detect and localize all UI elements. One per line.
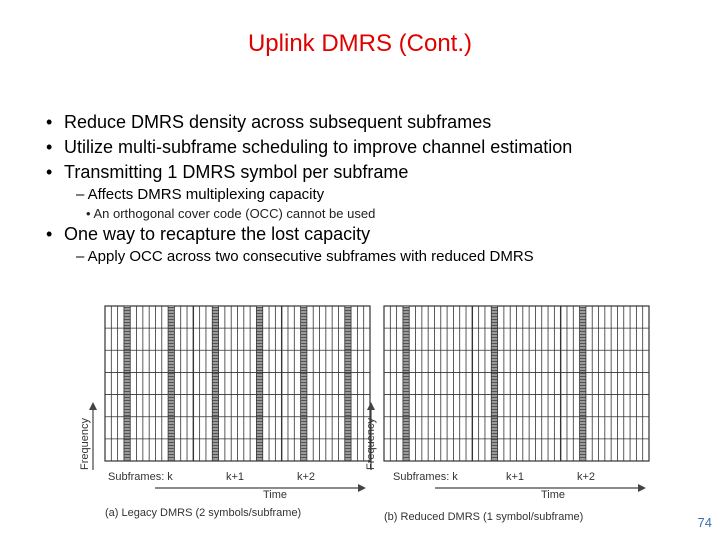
time-axis-label: Time bbox=[541, 489, 565, 501]
bullet-glyph: • bbox=[86, 206, 91, 221]
bullet-text: Utilize multi-subframe scheduling to imp… bbox=[64, 137, 573, 157]
slide-title: Uplink DMRS (Cont.) bbox=[247, 30, 473, 57]
bullet-item: • Reduce DMRS density across subsequent s… bbox=[46, 110, 706, 135]
arrow-up-icon bbox=[89, 402, 97, 410]
dmrs-symbol-column bbox=[168, 306, 175, 461]
frequency-axis-label: Frequency bbox=[365, 418, 377, 470]
bullet-item: • One way to recapture the lost capacity bbox=[46, 222, 706, 247]
bullet-item: • Transmitting 1 DMRS symbol per subframe bbox=[46, 160, 706, 185]
subframe-k1-label: k+1 bbox=[226, 471, 244, 483]
dmrs-symbol-column bbox=[212, 306, 219, 461]
subframes-label: Subframes: k bbox=[108, 471, 173, 483]
frequency-axis-label: Frequency bbox=[79, 418, 91, 470]
page-number: 74 bbox=[697, 515, 712, 530]
sub-sub-bullet-item: • An orthogonal cover code (OCC) cannot … bbox=[86, 205, 706, 222]
dmrs-diagram: Frequency Subframes: k k+1 k+2 Time (a) … bbox=[79, 305, 650, 523]
subframe-k2-label: k+2 bbox=[297, 471, 315, 483]
reduced-caption: (b) Reduced DMRS (1 symbol/subframe) bbox=[384, 511, 583, 523]
dmrs-symbol-column bbox=[491, 306, 498, 461]
resource-grid-lines bbox=[384, 306, 649, 461]
legacy-dmrs-panel: Frequency Subframes: k k+1 k+2 Time (a) … bbox=[79, 305, 371, 519]
bullet-list: • Reduce DMRS density across subsequent s… bbox=[46, 110, 706, 267]
bullet-text: Transmitting 1 DMRS symbol per subframe bbox=[64, 162, 409, 182]
bullet-glyph: • bbox=[46, 162, 53, 182]
bullet-glyph: • bbox=[46, 112, 53, 132]
dmrs-symbol-column bbox=[344, 306, 352, 461]
dmrs-symbol-column bbox=[256, 306, 263, 461]
dmrs-figure: Frequency Subframes: k k+1 k+2 Time (a) … bbox=[60, 298, 660, 535]
bullet-text: An orthogonal cover code (OCC) cannot be… bbox=[93, 206, 376, 221]
dmrs-symbol-column bbox=[402, 306, 410, 461]
reduced-dmrs-panel: Frequency Subframes: k k+1 k+2 Time (b) … bbox=[365, 305, 650, 523]
dmrs-symbol-column bbox=[300, 306, 307, 461]
subframes-label: Subframes: k bbox=[393, 471, 458, 483]
arrow-right-icon bbox=[358, 484, 366, 492]
resource-grid-lines bbox=[105, 306, 370, 461]
subframe-k2-label: k+2 bbox=[577, 471, 595, 483]
bullet-glyph: • bbox=[46, 137, 53, 157]
sub-bullet-text: – Apply OCC across two consecutive subfr… bbox=[76, 248, 534, 265]
bullet-item: • Utilize multi-subframe scheduling to im… bbox=[46, 135, 706, 160]
subframe-k1-label: k+1 bbox=[506, 471, 524, 483]
sub-bullet-text: – Affects DMRS multiplexing capacity bbox=[76, 186, 325, 203]
arrow-right-icon bbox=[638, 484, 646, 492]
arrow-up-icon bbox=[367, 402, 375, 410]
legacy-caption: (a) Legacy DMRS (2 symbols/subframe) bbox=[105, 507, 301, 519]
dmrs-symbol-column bbox=[123, 306, 131, 461]
bullet-text: One way to recapture the lost capacity bbox=[64, 224, 371, 244]
bullet-text: Reduce DMRS density across subsequent su… bbox=[64, 112, 492, 132]
dmrs-symbol-column bbox=[579, 306, 586, 461]
bullet-glyph: • bbox=[46, 224, 53, 244]
time-axis-label: Time bbox=[263, 489, 287, 501]
